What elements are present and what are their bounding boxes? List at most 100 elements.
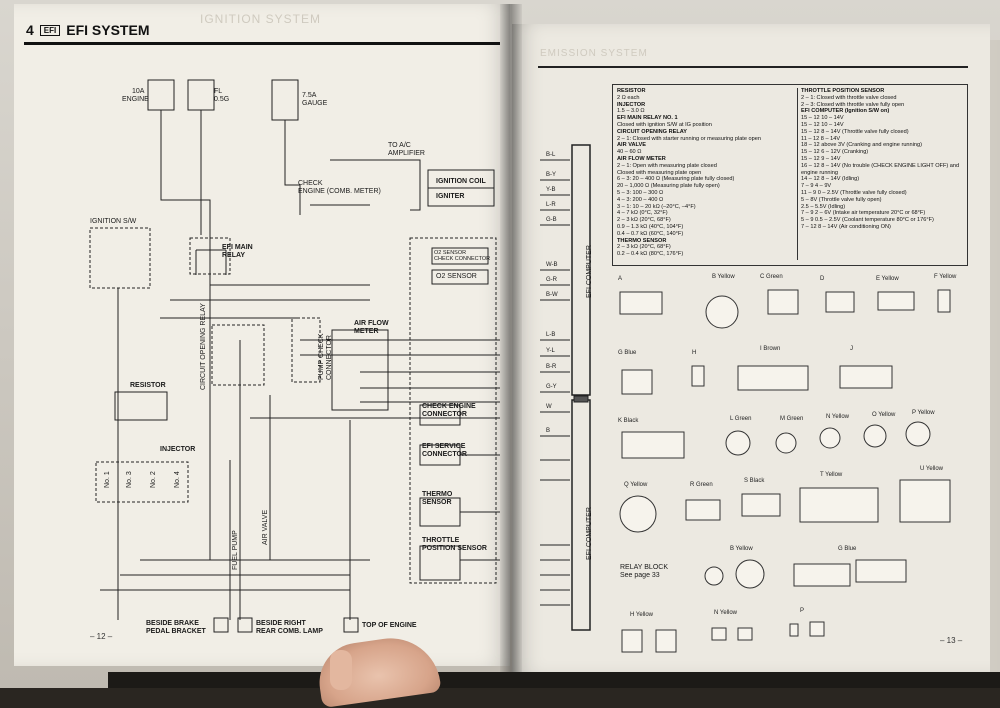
thumb	[330, 650, 352, 690]
left-page	[14, 4, 510, 666]
label-efi-computer-top: EFI COMPUTER	[586, 245, 593, 298]
wire-code: B-L	[546, 152, 556, 158]
legend-line: 7 – 12 8 – 14V (Air conditioning ON)	[801, 223, 891, 230]
label-ground-engine: TOP OF ENGINE	[362, 622, 417, 629]
legend-line: Closed with measuring plate open	[617, 169, 702, 176]
legend-line: 11 – 9 0 – 2.5V (Throttle valve fully cl…	[801, 189, 907, 196]
legend-line: 16 – 12 8 – 14V (No trouble (CHECK ENGIN…	[801, 162, 960, 176]
page-number-left: – 12 –	[90, 632, 113, 641]
page-number-right: – 13 –	[940, 636, 963, 645]
legend-line: 5 – 3: 100 – 300 Ω	[617, 189, 664, 196]
legend-line: 15 – 12 9 – 14V	[801, 155, 841, 162]
label-injector-no1: No. 1	[104, 471, 111, 488]
legend-line: 15 – 12 10 – 14V	[801, 115, 844, 122]
legend-line: 20 – 1,000 Ω (Measuring plate fully open…	[617, 183, 720, 190]
connector-label-p: P Yellow	[912, 410, 935, 416]
label-ignition-coil: IGNITION COIL	[436, 178, 486, 185]
legend-line: 11 – 12 8 – 14V	[801, 135, 841, 142]
connector-label-d: D	[820, 276, 825, 282]
label-o2-sensor-check: O2 SENSOR CHECK CONNECTOR	[434, 250, 491, 262]
label-pump-check-connector: PUMP CHECK CONNECTOR	[318, 333, 333, 380]
legend-line: 2 – 3 kΩ (20°C, 68°F)	[617, 217, 671, 224]
wire-code: G-R	[546, 277, 557, 283]
label-resistor: RESISTOR	[130, 382, 166, 389]
connector-label-k: K Black	[618, 418, 639, 424]
connector-label-e: E Yellow	[876, 276, 899, 282]
label-ground-rear-lamp: BESIDE RIGHT REAR COMB. LAMP	[256, 620, 323, 635]
connector-label-i: I Brown	[760, 346, 781, 352]
label-circuit-opening-relay: CIRCUIT OPENING RELAY	[200, 303, 207, 390]
bottom-connector-label-p: P	[800, 608, 805, 614]
bottom-connector-label-g: G Blue	[838, 546, 857, 552]
label-throttle-position-sensor: THROTTLE POSITION SENSOR	[422, 537, 487, 552]
label-thermo-sensor: THERMO SENSOR	[422, 491, 453, 506]
connector-label-a: A	[618, 276, 623, 282]
label-fuel-pump: FUEL PUMP	[232, 530, 239, 570]
bleed-through-text-right: EMISSION SYSTEM	[540, 48, 648, 59]
connector-label-c: C Green	[760, 274, 783, 280]
label-check-engine: CHECK ENGINE (COMB. METER)	[298, 180, 381, 195]
label-air-valve: AIR VALVE	[262, 509, 269, 545]
legend-line: 5 – 8V (Throttle valve fully open)	[801, 196, 882, 203]
legend-line: Closed with ignition S/W at IG position	[617, 121, 712, 128]
legend-line: 15 – 12 6 – 12V (Cranking)	[801, 149, 869, 156]
legend-line: 14 – 12 8 – 14V (Idling)	[801, 176, 860, 183]
fuse-engine-box	[147, 79, 175, 111]
header-rule	[24, 42, 500, 45]
legend-line: 2 – 3 kΩ (20°C, 68°F)	[617, 244, 671, 251]
label-injector: INJECTOR	[160, 446, 196, 453]
connector-label-q: Q Yellow	[624, 482, 648, 488]
legend-line: 2.5 – 5.5V (Idling)	[801, 203, 846, 210]
legend-line: 1.5 – 3.0 Ω	[617, 108, 645, 115]
legend-line: INJECTOR	[617, 101, 646, 108]
page-header: 4 EFI EFI SYSTEM	[26, 22, 149, 38]
page-number: 4	[26, 22, 34, 38]
legend-line: 2 – 1: Open with measuring plate closed	[617, 162, 717, 169]
fuse-gauge-amp: 7.5A	[302, 92, 317, 99]
connector-label-r: R Green	[690, 482, 713, 488]
fuse-fl-box	[187, 79, 215, 111]
connector-label-l: L Green	[730, 416, 752, 422]
label-relay-block: RELAY BLOCK See page 33	[620, 564, 668, 579]
label-injector-no4: No. 4	[174, 471, 181, 488]
legend-line: 0.2 – 0.4 kΩ (80°C, 176°F)	[617, 251, 684, 258]
connector-label-u: U Yellow	[920, 466, 944, 472]
fuse-engine-name: ENGINE	[122, 96, 149, 103]
fuse-gauge-box	[271, 79, 299, 121]
label-ground-brake-pedal: BESIDE BRAKE PEDAL BRACKET	[146, 620, 206, 635]
legend-line: AIR VALVE	[617, 142, 647, 149]
wire-code: B	[546, 428, 551, 434]
legend-line: 18 – 12 above 3V (Cranking and engine ru…	[801, 142, 922, 149]
label-efi-computer-bottom: EFI COMPUTER	[586, 507, 593, 560]
legend-line: 7 – 9 4 – 9V	[801, 183, 832, 190]
book-spine	[500, 4, 522, 676]
bleed-through-text: IGNITION SYSTEM	[200, 12, 322, 26]
legend-line: 2 Ω each	[617, 94, 640, 101]
label-o2-sensor: O2 SENSOR	[436, 273, 477, 280]
connector-label-b: B Yellow	[712, 274, 735, 280]
label-ignition-sw: IGNITION S/W	[90, 218, 137, 225]
wire-code: W-B	[546, 262, 558, 268]
legend-line: 15 – 12 8 – 14V (Throttle valve fully cl…	[801, 128, 909, 135]
legend-line: 2 – 3: Closed with throttle valve fully …	[801, 101, 905, 108]
legend-line: 3 – 1: 10 – 20 kΩ (–20°C, –4°F)	[617, 203, 696, 210]
legend-line: EFI COMPUTER (Ignition S/W on)	[801, 108, 890, 115]
label-injector-no2: No. 2	[150, 471, 157, 488]
book-cover-bottom	[108, 672, 1000, 688]
connector-label-g: G Blue	[618, 350, 637, 356]
label-injector-no3: No. 3	[126, 471, 133, 488]
header-rule-right	[538, 66, 968, 68]
label-check-engine-connector: CHECK ENGINE CONNECTOR	[422, 403, 476, 418]
bottom-connector-label-b: B Yellow	[730, 546, 753, 552]
legend-line: 2 – 1: Closed with throttle valve closed	[801, 94, 897, 101]
connector-label-h: H	[692, 350, 697, 356]
legend-line: 4 – 7 kΩ (0°C, 32°F)	[617, 210, 668, 217]
connector-label-t: T Yellow	[820, 472, 843, 478]
legend-line: 7 – 9 2 – 6V (Intake air temperature 20°…	[801, 210, 926, 217]
legend-line: 0.4 – 0.7 kΩ (60°C, 140°F)	[617, 230, 684, 237]
wire-code: L-B	[546, 332, 556, 338]
legend-line: THERMO SENSOR	[617, 237, 667, 244]
connector-label-s: S Black	[744, 478, 765, 484]
